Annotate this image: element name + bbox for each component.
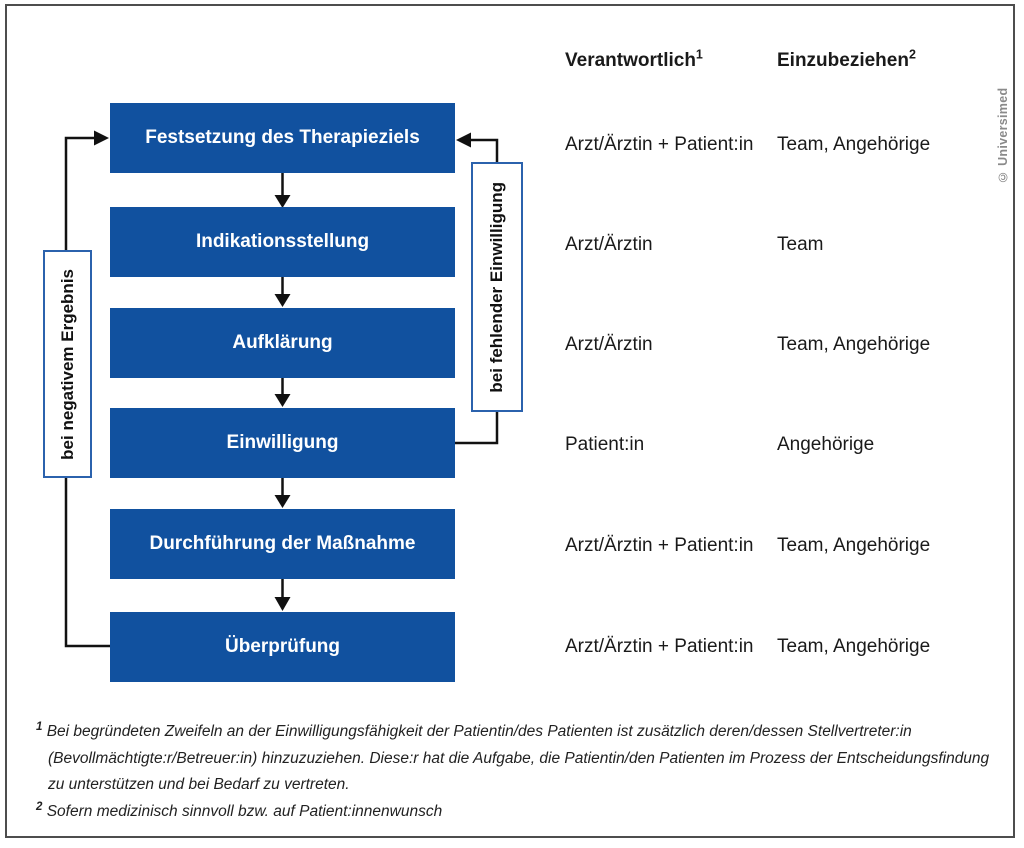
figure-border-frame	[5, 4, 1015, 838]
step-label: Indikationsstellung	[195, 231, 370, 252]
side-label-missing-consent: bei fehlender Einwilligung	[471, 162, 523, 412]
responsible-cell: Arzt/Ärztin	[565, 234, 653, 255]
footnote-1-line-1: 1 Bei begründeten Zweifeln an der Einwil…	[36, 720, 912, 740]
side-label-text: bei fehlender Einwilligung	[487, 181, 506, 393]
step-box-einwilligung: Einwilligung	[110, 408, 455, 478]
step-label: Überprüfung	[224, 636, 341, 657]
responsible-cell: Arzt/Ärztin + Patient:in	[565, 636, 754, 657]
side-label-negative-result: bei negativem Ergebnis	[43, 250, 92, 478]
involve-cell: Team, Angehörige	[777, 334, 931, 355]
table-row: Patient:in Angehörige	[565, 432, 1015, 458]
step-box-ueberpruefung: Überprüfung	[110, 612, 455, 682]
step-box-therapieziel: Festsetzung des Therapieziels	[110, 103, 455, 173]
footnote-1-line-3: zu unterstützen und bei Bedarf zu vertre…	[48, 776, 350, 793]
side-label-text: bei negativem Ergebnis	[57, 268, 77, 460]
table-row: Arzt/Ärztin Team	[565, 232, 1015, 258]
down-arrow-3	[274, 378, 291, 407]
responsible-cell: Patient:in	[565, 434, 645, 455]
responsible-cell: Arzt/Ärztin + Patient:in	[565, 535, 754, 556]
responsible-cell: Arzt/Ärztin	[565, 334, 653, 355]
down-arrow-5	[274, 579, 291, 611]
table-header-row: Verantwortlich1 Einzubeziehen2	[565, 48, 1015, 74]
footnote-1-line-2: (Bevollmächtigte:r/Betreuer:in) hinzuzuz…	[48, 749, 990, 767]
footnote-ref-1: 1	[695, 47, 703, 62]
header-einzubeziehen: Einzubeziehen2	[777, 47, 916, 71]
left-feedback-arrowhead-icon	[94, 130, 109, 146]
table-row: Arzt/Ärztin Team, Angehörige	[565, 332, 1015, 358]
table-row: Arzt/Ärztin + Patient:in Team, Angehörig…	[565, 132, 1015, 158]
involve-cell: Team, Angehörige	[777, 636, 931, 657]
down-arrow-4	[274, 478, 291, 508]
table-row: Arzt/Ärztin + Patient:in Team, Angehörig…	[565, 533, 1015, 559]
footnotes: 1 Bei begründeten Zweifeln an der Einwil…	[36, 719, 990, 825]
step-box-durchfuehrung: Durchführung der Maßnahme	[110, 509, 455, 579]
footnote-ref-2: 2	[908, 47, 916, 62]
step-box-indikationsstellung: Indikationsstellung	[110, 207, 455, 277]
step-box-aufklaerung: Aufklärung	[110, 308, 455, 378]
involve-cell: Team, Angehörige	[777, 134, 931, 155]
table-row: Arzt/Ärztin + Patient:in Team, Angehörig…	[565, 634, 1015, 660]
header-verantwortlich: Verantwortlich1	[565, 47, 703, 71]
step-label: Aufklärung	[232, 332, 333, 353]
down-arrow-1	[274, 172, 291, 208]
step-label: Einwilligung	[226, 432, 339, 453]
step-label: Durchführung der Maßnahme	[149, 533, 416, 554]
responsible-cell: Arzt/Ärztin + Patient:in	[565, 134, 754, 155]
involve-cell: Team	[777, 234, 824, 255]
involve-cell: Team, Angehörige	[777, 535, 931, 556]
step-label: Festsetzung des Therapieziels	[145, 127, 420, 148]
down-arrow-2	[274, 277, 291, 307]
footnote-2-line-1: 2 Sofern medizinisch sinnvoll bzw. auf P…	[36, 800, 443, 820]
involve-cell: Angehörige	[777, 434, 875, 455]
right-feedback-arrowhead-icon	[456, 132, 471, 148]
